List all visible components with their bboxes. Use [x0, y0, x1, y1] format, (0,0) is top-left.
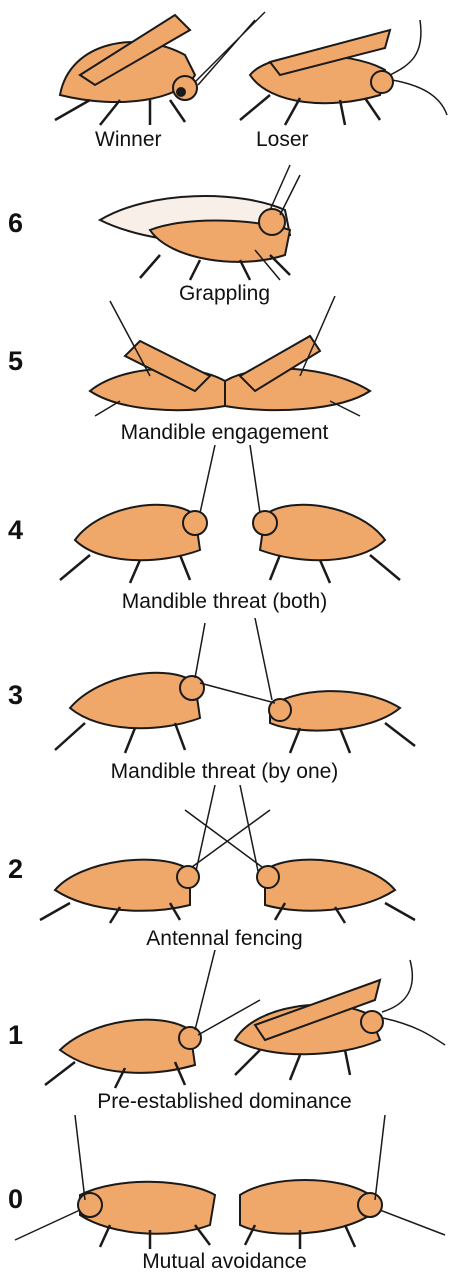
winner-label: Winner: [95, 128, 162, 152]
mandible-threat-one-label: Mandible threat (by one): [0, 760, 449, 784]
mandible-threat-one-illustration: [0, 618, 449, 758]
loser-label: Loser: [256, 128, 309, 152]
mutual-avoidance-illustration: [0, 1115, 449, 1250]
loser-cricket: [240, 20, 447, 125]
winner-loser-illustration: [0, 0, 449, 130]
antennal-fencing-illustration: [0, 785, 449, 925]
mutual-avoidance-label: Mutual avoidance: [0, 1250, 449, 1274]
mandible-threat-both-illustration: [0, 445, 449, 585]
winner-cricket: [55, 12, 265, 125]
mandible-engagement-illustration: [0, 296, 449, 418]
pre-established-dominance-label: Pre-established dominance: [0, 1090, 449, 1114]
antennal-fencing-label: Antennal fencing: [0, 927, 449, 951]
mandible-engagement-label: Mandible engagement: [0, 421, 449, 445]
mandible-threat-both-label: Mandible threat (both): [0, 590, 449, 614]
grappling-illustration: [0, 160, 449, 282]
pre-established-dominance-illustration: [0, 950, 449, 1090]
